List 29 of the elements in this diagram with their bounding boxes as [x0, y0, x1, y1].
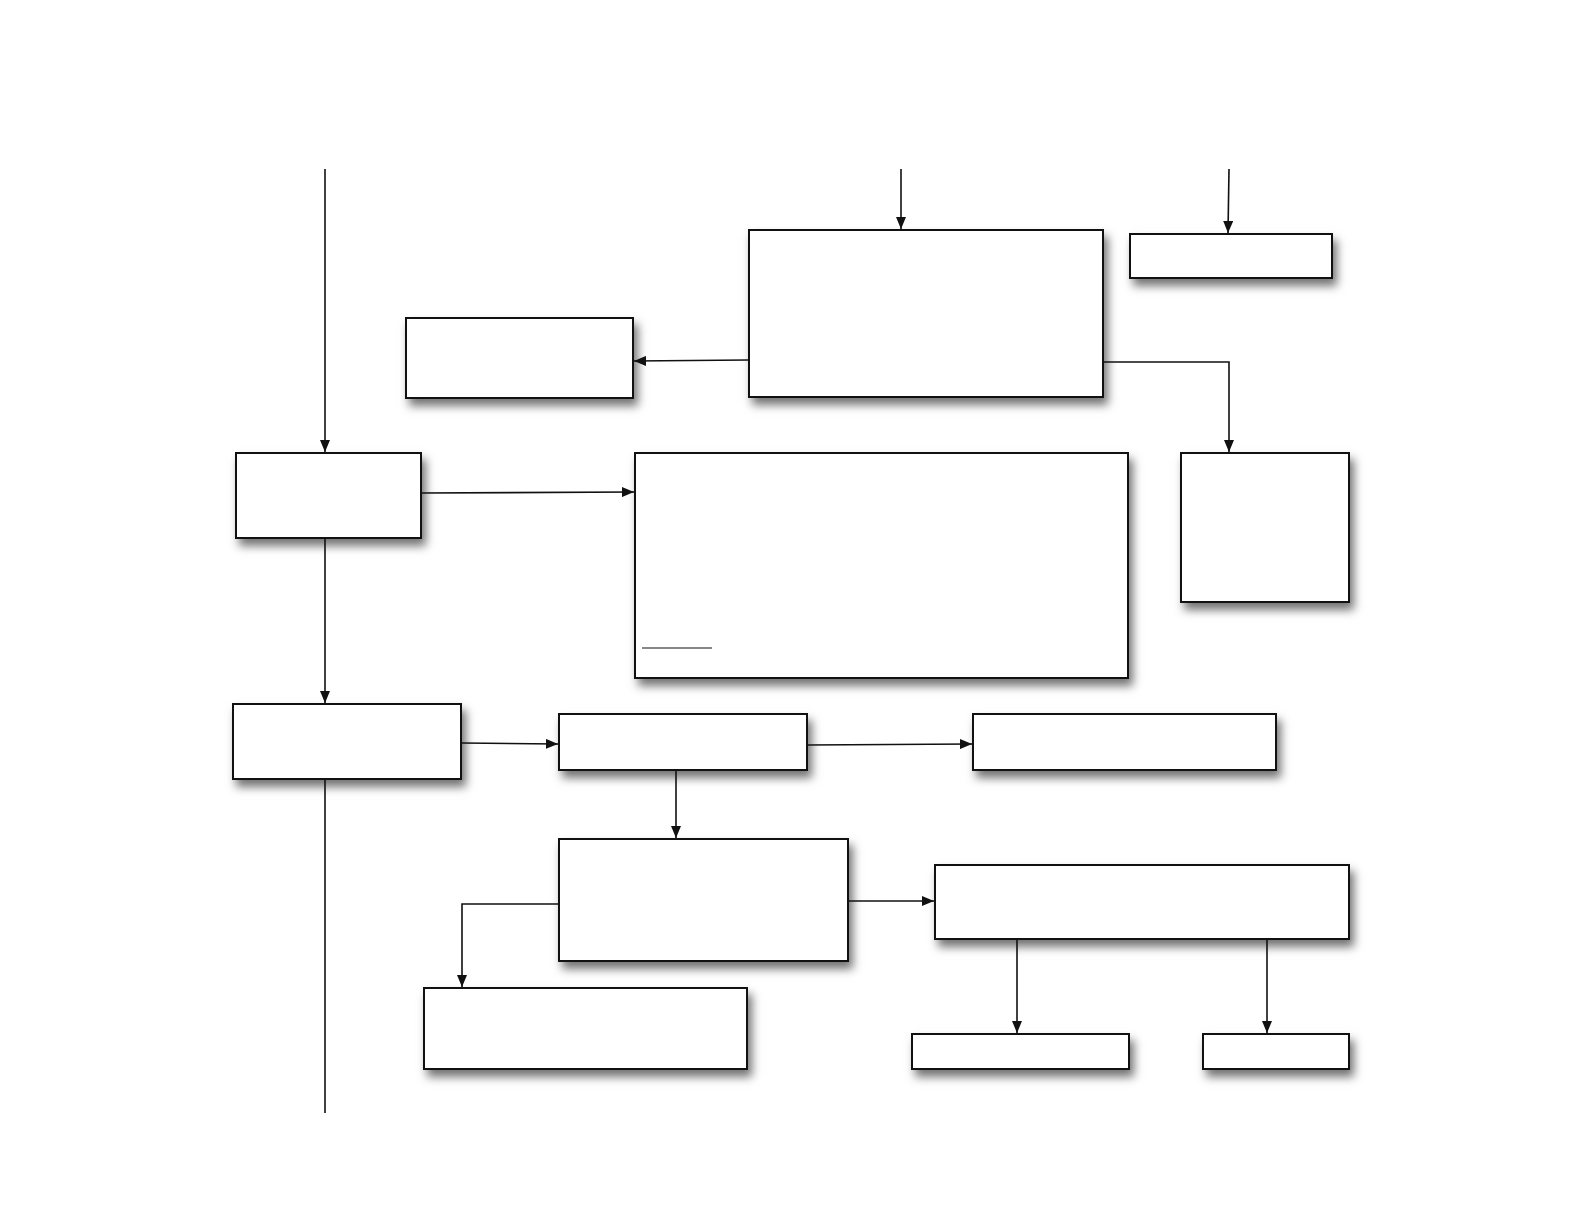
empty-box: [405, 317, 634, 399]
empty-box: [1180, 452, 1350, 603]
empty-box: [972, 713, 1277, 771]
empty-box: [634, 452, 1129, 679]
arrow: [461, 738, 559, 749]
arrow: [457, 903, 559, 988]
arrow: [1223, 168, 1234, 234]
empty-box: [934, 864, 1350, 940]
empty-box: [558, 838, 849, 962]
empty-box: [748, 229, 1104, 398]
empty-box: [1202, 1033, 1350, 1070]
empty-box: [423, 987, 748, 1070]
arrow: [896, 168, 906, 230]
arrow: [807, 739, 973, 750]
arrow: [848, 896, 935, 906]
arrow: [320, 538, 330, 704]
arrow: [320, 168, 330, 453]
connector-line: [324, 779, 326, 1114]
empty-box: [911, 1033, 1130, 1070]
arrow: [1262, 939, 1272, 1034]
arrow: [1103, 361, 1234, 453]
arrow: [1012, 939, 1022, 1034]
arrow: [421, 487, 635, 498]
empty-box: [558, 713, 808, 771]
arrow: [633, 355, 749, 366]
empty-box: [232, 703, 462, 780]
empty-box: [235, 452, 422, 539]
arrow: [671, 770, 681, 839]
empty-box: [1129, 233, 1333, 279]
